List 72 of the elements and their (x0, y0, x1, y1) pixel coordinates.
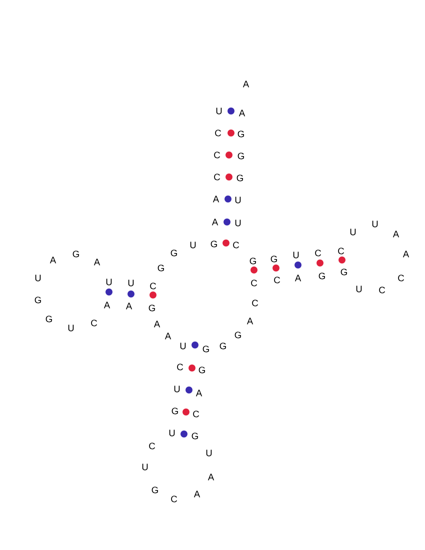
nucleotide-letter: C (177, 364, 183, 370)
nucleotide-letter: U (180, 342, 186, 350)
nucleotide-letter: U (174, 386, 180, 392)
nucleotide-letter: C (315, 250, 321, 256)
nucleotide-letter: U (350, 228, 356, 236)
nucleotide-letter: G (210, 240, 217, 248)
nucleotide-letter: C (150, 282, 156, 290)
nucleotide-letter: C (214, 152, 220, 158)
nucleotide-letter: U (169, 430, 175, 436)
nucleotide-letter: C (214, 174, 220, 180)
nucleotide-letter: U (142, 464, 148, 470)
nucleotide-letter: C (149, 442, 155, 450)
nucleotide-letter: U (235, 220, 241, 226)
nucleotide-letter: A (402, 250, 410, 258)
nucleotide-letter: C (91, 320, 97, 326)
nucleotide-letter: A (94, 258, 100, 266)
nucleotide-letter: G (318, 272, 325, 280)
nucleotide-letter: G (192, 432, 198, 440)
nucleotide-letter: U (235, 196, 241, 204)
nucleotide-letter: G (172, 408, 178, 414)
nucleotide-letter: U (356, 286, 362, 292)
nucleotide-letter: A (50, 256, 56, 264)
nucleotide-letter: A (392, 230, 400, 238)
nucleotide-letter: G (270, 256, 277, 262)
nucleotide-letter: G (340, 268, 347, 276)
nucleotide-letter: U (128, 280, 134, 286)
nucleotide-letter: A (196, 390, 202, 396)
nucleotide-letter: G (220, 342, 226, 350)
nucleotide-letter: C (251, 280, 257, 286)
nucleotide-letter: G (238, 130, 244, 138)
nucleotide-letter: A (294, 274, 302, 282)
nucleotide-letter: C (338, 248, 344, 254)
nucleotide-letter: U (372, 220, 378, 228)
nucleotide-letter: G (250, 258, 256, 264)
nucleotide-letter: C (252, 300, 258, 306)
nucleotide-letter: U (68, 324, 74, 332)
nucleotide-letter: A (126, 302, 132, 310)
nucleotide-letter: C (274, 276, 280, 284)
nucleotide-letter: U (190, 242, 196, 248)
nucleotide-letter: G (202, 346, 209, 352)
nucleotide-letter: A (194, 490, 200, 498)
nucleotide-letter: U (216, 108, 222, 114)
nucleotide-letter: A (154, 320, 160, 328)
nucleotide-letter: U (293, 252, 299, 258)
nucleotide-letter: U (35, 274, 41, 282)
nucleotide-letter: G (236, 174, 243, 182)
nucleotide-letter: C (379, 286, 385, 294)
nucleotide-letter: A (212, 196, 220, 202)
nucleotide-letter: A (242, 80, 250, 88)
nucleotide-letter: C (233, 242, 239, 248)
nucleotide-letter: A (104, 302, 110, 308)
nucleotide-letter: C (193, 410, 199, 418)
nucleotide-letter: C (398, 274, 404, 282)
nucleotide-letter: A (208, 474, 214, 480)
nucleotide-letter: G (152, 486, 158, 494)
nucleotide-letter: G (198, 366, 205, 374)
nucleotide-letter: C (215, 130, 221, 136)
nucleotide-letter: U (206, 450, 212, 456)
nucleotide-letter: G (238, 152, 244, 160)
nucleotide-letter: G (170, 250, 177, 256)
nucleotide-letter: G (34, 296, 41, 304)
nucleotide-letter: G (46, 316, 52, 322)
nucleotide-letter: G (72, 250, 79, 258)
nucleotide-letter: C (171, 496, 177, 502)
nucleotide-letter: A (246, 318, 254, 324)
nucleotide-letter: A (212, 218, 218, 226)
nucleotide-letter: G (234, 332, 241, 338)
nucleotide-letter: G (158, 264, 164, 272)
nucleotide-letter: A (238, 110, 246, 116)
nucleotide-letter: A (164, 332, 172, 340)
nucleotide-letter: G (148, 304, 155, 312)
nucleotide-letter: U (106, 278, 112, 286)
